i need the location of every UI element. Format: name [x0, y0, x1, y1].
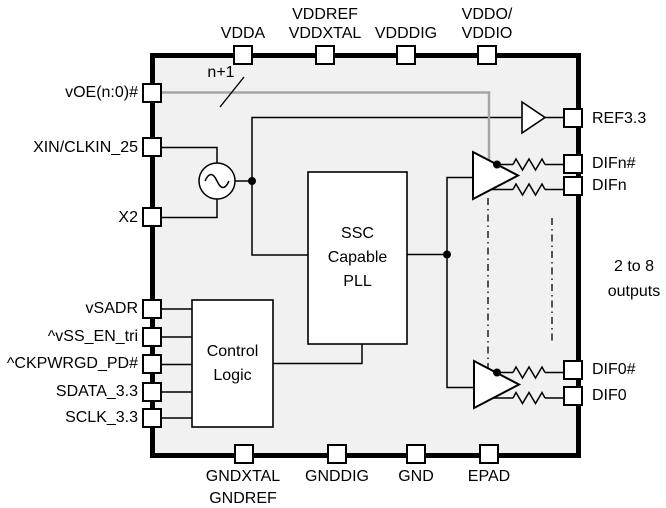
- pin-x2: [142, 207, 162, 227]
- outputs-range-line-1: 2 to 8: [613, 258, 655, 275]
- pin-gnd: [406, 444, 426, 464]
- control-line-1: Control: [206, 342, 259, 360]
- label-voe: vOE(n:0)#: [65, 84, 138, 101]
- label-gndxtal-gndref: GNDXTAL GNDREF: [193, 466, 293, 508]
- label-gnd: GND: [398, 468, 434, 485]
- label-dif0: DIF0: [592, 387, 627, 404]
- label-difn-hash: DIFn#: [592, 155, 636, 172]
- pin-voe: [142, 83, 162, 103]
- pll-line-1: SSC: [341, 225, 374, 242]
- signal-wires: [161, 116, 564, 419]
- pin-sdata33: [142, 382, 162, 402]
- difn-tap-dot: [493, 160, 501, 169]
- osc-junction-dot: [248, 177, 256, 185]
- label-difn: DIFn: [592, 177, 627, 194]
- pin-dif0-hash: [563, 360, 583, 380]
- oe-bus-wire: [161, 91, 491, 160]
- label-ckpwrgd-pd: ^CKPWRGD_PD#: [6, 355, 138, 372]
- label-vddo: VDDO/: [461, 6, 513, 23]
- pin-difn-hash: [563, 154, 583, 174]
- pll-out-junction-dot: [443, 250, 451, 259]
- pll-block-label: SSC Capable PLL: [308, 172, 407, 344]
- pll-line-2: Capable: [327, 249, 388, 266]
- label-vddo-vddio: VDDO/ VDDIO: [437, 5, 537, 43]
- label-vss-en-tri: ^vSS_EN_tri: [47, 328, 138, 345]
- sine-wave-icon: [204, 173, 230, 189]
- label-sdata33: SDATA_3.3: [55, 383, 138, 400]
- pin-vdddig: [396, 45, 416, 65]
- control-line-2: Logic: [213, 366, 252, 384]
- bus-width-slash-icon: [219, 76, 245, 108]
- label-epad: EPAD: [467, 468, 511, 485]
- label-dif0-hash: DIF0#: [592, 361, 636, 378]
- outputs-range-line-2: outputs: [607, 283, 661, 300]
- control-logic-label: Control Logic: [192, 300, 273, 427]
- label-vsadr: vSADR: [85, 300, 138, 317]
- label-sclk33: SCLK_3.3: [65, 409, 138, 426]
- label-xin-clkin25: XIN/CLKIN_25: [33, 139, 138, 156]
- label-ref33: REF3.3: [592, 110, 647, 127]
- pin-gndxtal-gndref: [234, 444, 254, 464]
- pin-dif0: [563, 386, 583, 406]
- pin-ckpwrgd-pd: [142, 354, 162, 374]
- label-vddxtal: VDDXTAL: [288, 25, 362, 42]
- pin-difn: [563, 176, 583, 196]
- repeat-outputs-dashdot-icon: [487, 198, 553, 377]
- pin-sclk33: [142, 408, 162, 428]
- pll-block: [307, 171, 408, 345]
- control-logic-block: [191, 299, 274, 428]
- ref-buffer-icon: [521, 100, 547, 135]
- label-vdda: VDDA: [220, 25, 266, 42]
- pin-vdda: [233, 45, 253, 65]
- label-gndxtal: GNDXTAL: [205, 468, 281, 485]
- pin-vddref-vddxtal: [315, 45, 335, 65]
- pin-vddo-vddio: [477, 45, 497, 65]
- label-gndref: GNDREF: [209, 489, 277, 507]
- pin-ref33: [563, 108, 583, 128]
- label-x2: X2: [118, 209, 138, 226]
- bus-width-label: n+1: [207, 64, 235, 81]
- label-vddref: VDDREF: [292, 6, 358, 23]
- outputs-range-note: 2 to 8 outputs: [588, 254, 666, 304]
- label-vddio: VDDIO: [461, 25, 513, 42]
- pll-line-3: PLL: [343, 273, 372, 290]
- pin-gnddig: [327, 444, 347, 464]
- label-gnddig: GNDDIG: [305, 468, 369, 485]
- pin-vsadr: [142, 299, 162, 319]
- label-vddref-vddxtal: VDDREF VDDXTAL: [275, 5, 375, 43]
- dif0-tap-dot: [493, 368, 501, 377]
- label-vdddig: VDDDIG: [374, 25, 438, 42]
- pin-xin-clkin25: [142, 137, 162, 157]
- pin-vss-en-tri: [142, 327, 162, 347]
- pin-epad: [479, 444, 499, 464]
